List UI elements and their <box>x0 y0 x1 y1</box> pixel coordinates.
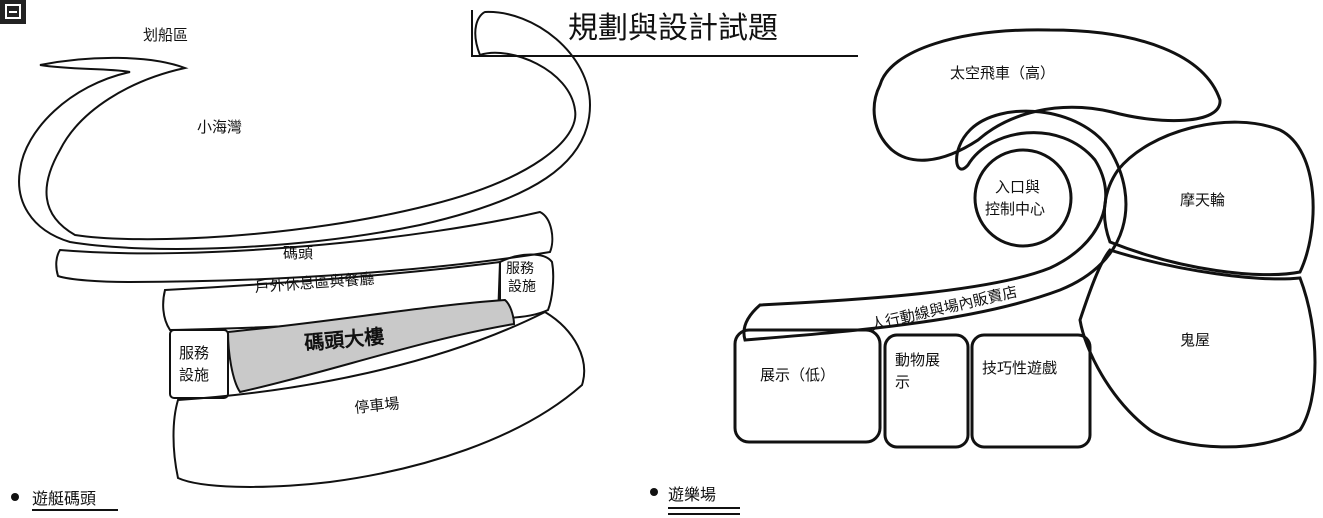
service-left-label-line1: 服務 <box>179 344 209 362</box>
outdoor-dining-label: 戶外休息區與餐廳 <box>254 270 375 296</box>
park-caption: 遊樂場 <box>668 485 716 504</box>
entrance-label-line2: 控制中心 <box>985 200 1045 218</box>
exhibit-low-label: 展示（低） <box>760 366 835 384</box>
ferris-wheel-label: 摩天輪 <box>1180 191 1225 209</box>
service-right-label-line2: 設施 <box>508 279 536 295</box>
entrance-label-line1: 入口與 <box>995 178 1040 196</box>
service-left-box <box>169 329 229 399</box>
service-right-label-line1: 服務 <box>506 261 534 277</box>
small-bay-label: 小海灣 <box>197 118 242 136</box>
service-left-label-line2: 設施 <box>179 366 209 384</box>
service-right-shape <box>499 253 555 320</box>
page-title: 規劃與設計試題 <box>568 11 778 46</box>
entrance-circle <box>973 148 1073 248</box>
parking-label: 停車場 <box>354 394 401 417</box>
haunted-house-label: 鬼屋 <box>1180 331 1210 349</box>
stamp-logo-icon <box>0 0 26 24</box>
exhibit-low-box <box>733 328 882 444</box>
parking-shape <box>172 310 586 488</box>
marina-caption: 遊艇碼頭 <box>32 489 96 508</box>
animal-exhibit-label-line2: 示 <box>895 373 910 391</box>
pier-label: 碼頭 <box>283 244 313 262</box>
space-coaster-label: 太空飛車（高） <box>950 64 1055 82</box>
marina-bullet-icon <box>11 493 19 501</box>
pier-building-shape <box>226 298 516 394</box>
bay-outline <box>18 10 592 250</box>
skill-games-box <box>970 333 1092 449</box>
space-coaster-shape <box>872 28 1222 162</box>
title-frame <box>471 10 858 57</box>
rowing-area-label: 划船區 <box>143 26 188 44</box>
pier-shape <box>55 210 554 284</box>
ferris-wheel-shape <box>1103 120 1315 277</box>
haunted-house-shape <box>1078 248 1317 449</box>
animal-exhibit-label-line1: 動物展 <box>895 351 940 369</box>
park-bullet-icon <box>650 488 658 496</box>
animal-exhibit-box <box>883 333 970 449</box>
skill-games-label: 技巧性遊戲 <box>982 359 1057 377</box>
